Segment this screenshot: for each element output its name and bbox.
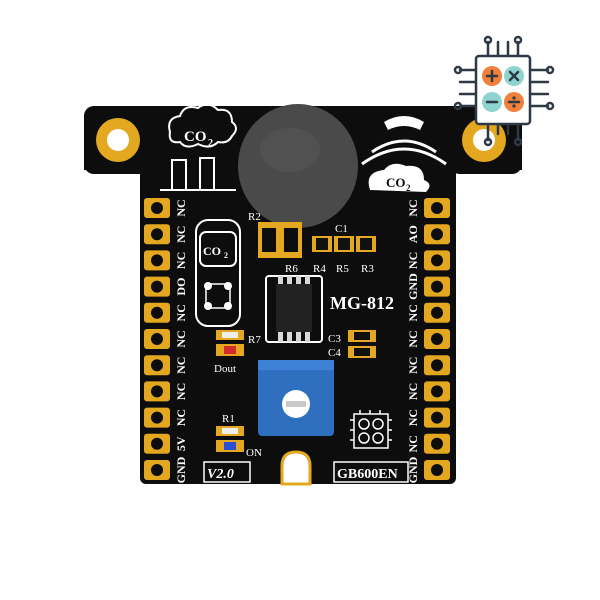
right-pin-label: NC [406, 357, 420, 374]
dots-grid-icon [204, 282, 232, 310]
r4-label: R4 [313, 263, 326, 275]
r3-label: R3 [361, 263, 374, 275]
c4-label: C4 [328, 347, 341, 359]
left-header-pin-hole [151, 359, 163, 372]
left-pin-label: NC [174, 304, 188, 321]
left-pin-label: NC [174, 226, 188, 243]
left-header-pins [144, 198, 170, 480]
power-led [224, 442, 236, 450]
bottom-slot [280, 450, 312, 486]
left-pin-label: NC [174, 357, 188, 374]
r2-component [258, 222, 302, 258]
amplifier-chip [265, 275, 323, 343]
left-pin-label: NC [174, 330, 188, 347]
left-header-pin-hole [151, 464, 163, 476]
right-pin-label: NC [406, 409, 420, 426]
r7-led-component [216, 330, 244, 356]
left-pin-label: DO [174, 278, 188, 296]
r7-label: R7 [248, 334, 261, 346]
right-pin-label: NC [406, 304, 420, 321]
r2-label: R2 [248, 211, 261, 223]
left-header-pin-hole [151, 280, 163, 293]
calculator-chip-icon [453, 35, 555, 147]
left-pin-label: NC [174, 383, 188, 400]
right-header-pin-hole [431, 385, 443, 398]
c3-c4-capacitors [348, 330, 376, 358]
left-pin-label: NC [174, 199, 188, 216]
right-header-pin-hole [431, 437, 443, 450]
right-pin-label: GND [406, 273, 420, 300]
badge-co2-text: CO [203, 244, 221, 258]
cloud-co2-text: CO [386, 175, 406, 190]
left-header-pin-hole [151, 228, 163, 241]
dout-label: Dout [214, 363, 236, 375]
right-header-pin-hole [431, 333, 443, 345]
left-header-pin-hole [151, 411, 163, 424]
left-header-pin-hole [151, 385, 163, 398]
r1-label: R1 [222, 413, 235, 425]
version-label: V2.0 [207, 467, 234, 482]
badge-co2-subscript: 2 [224, 251, 228, 260]
c3-label: C3 [328, 333, 341, 345]
r5-label: R5 [336, 263, 349, 275]
cloud-co2-subscript: 2 [406, 183, 411, 193]
co2-sensor-capsule [238, 104, 358, 228]
left-header-pin-hole [151, 254, 163, 267]
right-header-pin-hole [431, 280, 443, 293]
left-pin-label: NC [174, 409, 188, 426]
potentiometer [258, 360, 334, 436]
model-label: GB600EN [337, 467, 398, 482]
mounting-hole-left [96, 118, 140, 162]
left-header-pin-hole [151, 306, 163, 319]
left-header-labels: NC NC NC DO NC NC NC NC NC 5V GND [174, 199, 188, 483]
co2-cloud-signal-icon [361, 116, 447, 192]
r6-label: R6 [285, 263, 298, 275]
right-pin-label: NC [406, 199, 420, 216]
factory-co2-text: CO [184, 129, 207, 145]
right-header-pin-hole [431, 202, 443, 214]
left-pin-label: 5V [174, 436, 188, 451]
on-label: ON [246, 447, 262, 459]
factory-co2-icon [160, 103, 237, 191]
left-pin-label: GND [174, 456, 188, 483]
right-header-pins [424, 198, 450, 480]
dout-led [224, 346, 236, 354]
right-header-labels: NC AO NC GND NC NC NC NC NC NC GND [406, 199, 420, 483]
chip-model-label: MG-812 [330, 293, 394, 313]
left-pin-label: NC [174, 252, 188, 269]
right-pin-label: NC [406, 252, 420, 269]
r1-led-component [216, 426, 244, 452]
factory-co2-subscript: 2 [208, 138, 213, 149]
right-header-pin-hole [431, 228, 443, 241]
left-header-pin-hole [151, 437, 163, 450]
right-header-pin-hole [431, 254, 443, 267]
model-box [333, 461, 409, 483]
calculator-chip-icon-small [350, 410, 392, 449]
right-header-pin-hole [431, 359, 443, 372]
right-pin-label: NC [406, 435, 420, 452]
c1-label: C1 [335, 223, 348, 235]
left-header-pin-hole [151, 202, 163, 214]
right-header-pin-hole [431, 464, 443, 476]
left-header-pin-hole [151, 333, 163, 345]
right-pin-label: NC [406, 330, 420, 347]
version-box [203, 461, 251, 483]
right-header-pin-hole [431, 411, 443, 424]
right-pin-label: NC [406, 383, 420, 400]
right-pin-label: AO [406, 225, 420, 243]
smd-row-top [312, 236, 376, 252]
right-pin-label: GND [406, 456, 420, 483]
co2-badge-icon [195, 219, 241, 327]
right-header-pin-hole [431, 306, 443, 319]
